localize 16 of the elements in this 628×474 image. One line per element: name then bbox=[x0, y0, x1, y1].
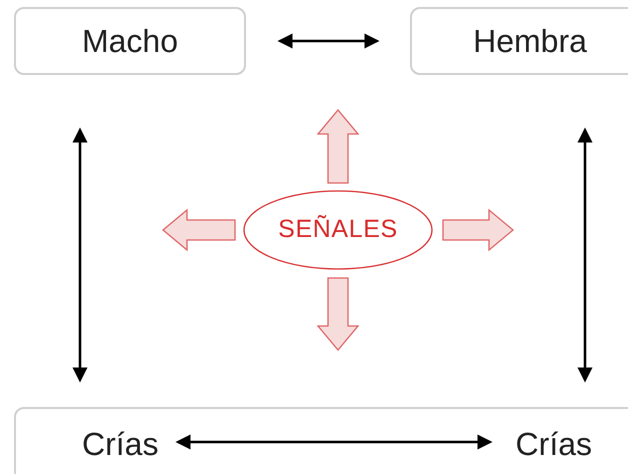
block-arrow bbox=[162, 208, 236, 252]
node-label: Macho bbox=[82, 22, 178, 61]
block-arrow bbox=[442, 208, 514, 252]
double-arrow bbox=[578, 128, 592, 382]
node-label: SEÑALES bbox=[278, 214, 398, 246]
node-label: Crías bbox=[82, 425, 158, 464]
double-arrow bbox=[278, 34, 380, 48]
double-arrow bbox=[176, 434, 492, 450]
block-arrow bbox=[316, 277, 360, 352]
block-arrow bbox=[316, 108, 360, 184]
rounded-box bbox=[410, 7, 628, 75]
double-arrow bbox=[72, 128, 88, 382]
rounded-band bbox=[14, 407, 628, 474]
node-label: Hembra bbox=[473, 22, 587, 61]
node-label: Crías bbox=[516, 425, 592, 464]
rounded-box bbox=[14, 7, 246, 75]
